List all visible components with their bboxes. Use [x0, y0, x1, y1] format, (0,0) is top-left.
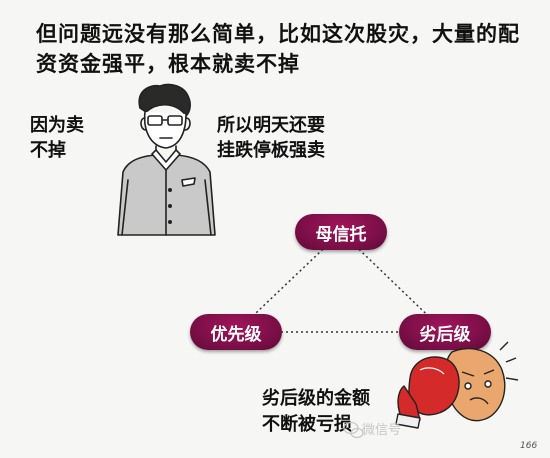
page-number: 166 [520, 441, 538, 451]
node-parent-trust: 母信托 [295, 214, 387, 250]
node-priority-tranche: 优先级 [190, 314, 282, 350]
bottom-caption-line-1: 劣后级的金额 [262, 388, 370, 409]
heading-line-1: 但问题远没有那么简单，比如这次股灾，大量的配 [36, 21, 520, 46]
left-caption-line-2: 不掉 [30, 140, 66, 161]
watermark-text: 微信号 [362, 423, 402, 438]
bottom-caption-line-2: 不断被亏损 [262, 414, 352, 435]
heading-line-2: 资资金强平，根本就卖不掉 [36, 51, 300, 76]
right-caption-line-2: 挂跌停板强卖 [217, 140, 325, 161]
left-caption-line-1: 因为卖 [30, 115, 84, 136]
right-caption-line-1: 所以明天还要 [217, 115, 325, 136]
node-junior-tranche: 劣后级 [399, 314, 491, 350]
